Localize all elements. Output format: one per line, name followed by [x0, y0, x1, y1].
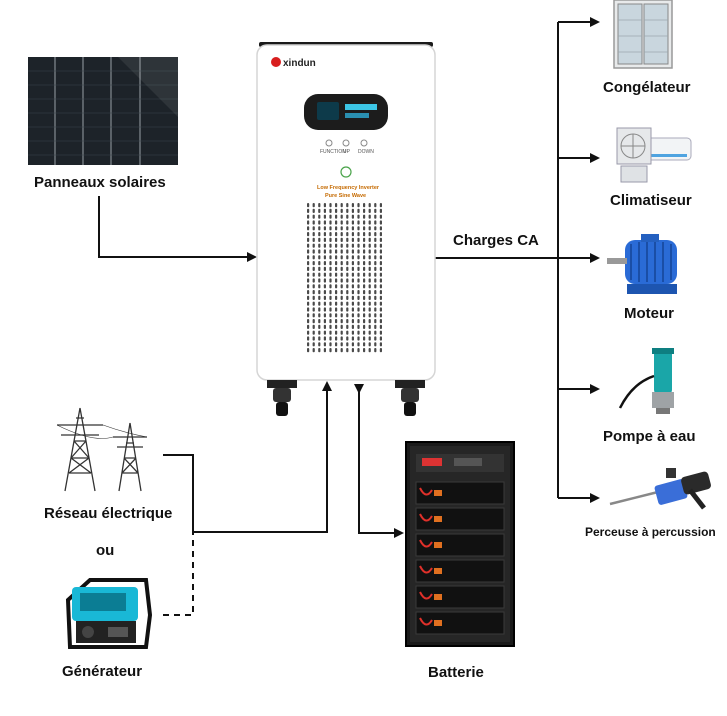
battery-rack-icon — [405, 441, 515, 647]
load-drill-label: Perceuse à percussion — [585, 525, 716, 539]
solar-panel-icon — [28, 57, 178, 165]
load-ac-label: Climatiseur — [610, 192, 692, 209]
load-motor-label: Moteur — [624, 305, 674, 322]
freezer-icon — [613, 0, 673, 69]
air-conditioner-icon — [616, 127, 692, 183]
water-pump-icon — [618, 348, 674, 414]
generator-icon — [65, 578, 153, 649]
generator-label: Générateur — [62, 663, 143, 680]
ac-loads-label: Charges CA — [453, 232, 539, 249]
svg-text:Pure Sine Wave: Pure Sine Wave — [325, 193, 366, 199]
grid-label: Réseau électrique — [44, 505, 173, 522]
svg-text:DOWN: DOWN — [358, 149, 374, 155]
inverter-battery-arrow — [354, 384, 404, 538]
brand-logo: xindun — [283, 58, 316, 69]
motor-icon — [607, 234, 677, 294]
solar-to-inverter-arrow — [98, 196, 257, 262]
or-label: ou — [96, 542, 115, 559]
svg-text:UP: UP — [343, 149, 351, 155]
power-pylon-icon — [56, 407, 148, 492]
load-pump-label: Pompe à eau — [603, 428, 696, 445]
load-freezer-label: Congélateur — [603, 79, 691, 96]
svg-text:Low Frequency Inverter: Low Frequency Inverter — [317, 185, 380, 191]
generator-dashed-line — [163, 532, 194, 616]
hammer-drill-icon — [609, 468, 711, 510]
solar-label: Panneaux solaires — [34, 174, 166, 191]
battery-label: Batterie — [428, 664, 484, 681]
svg-text:FUNCTION: FUNCTION — [320, 149, 346, 155]
inverter-unit: xindun FUNCTION UP DOWN Low Frequency In… — [256, 42, 436, 416]
